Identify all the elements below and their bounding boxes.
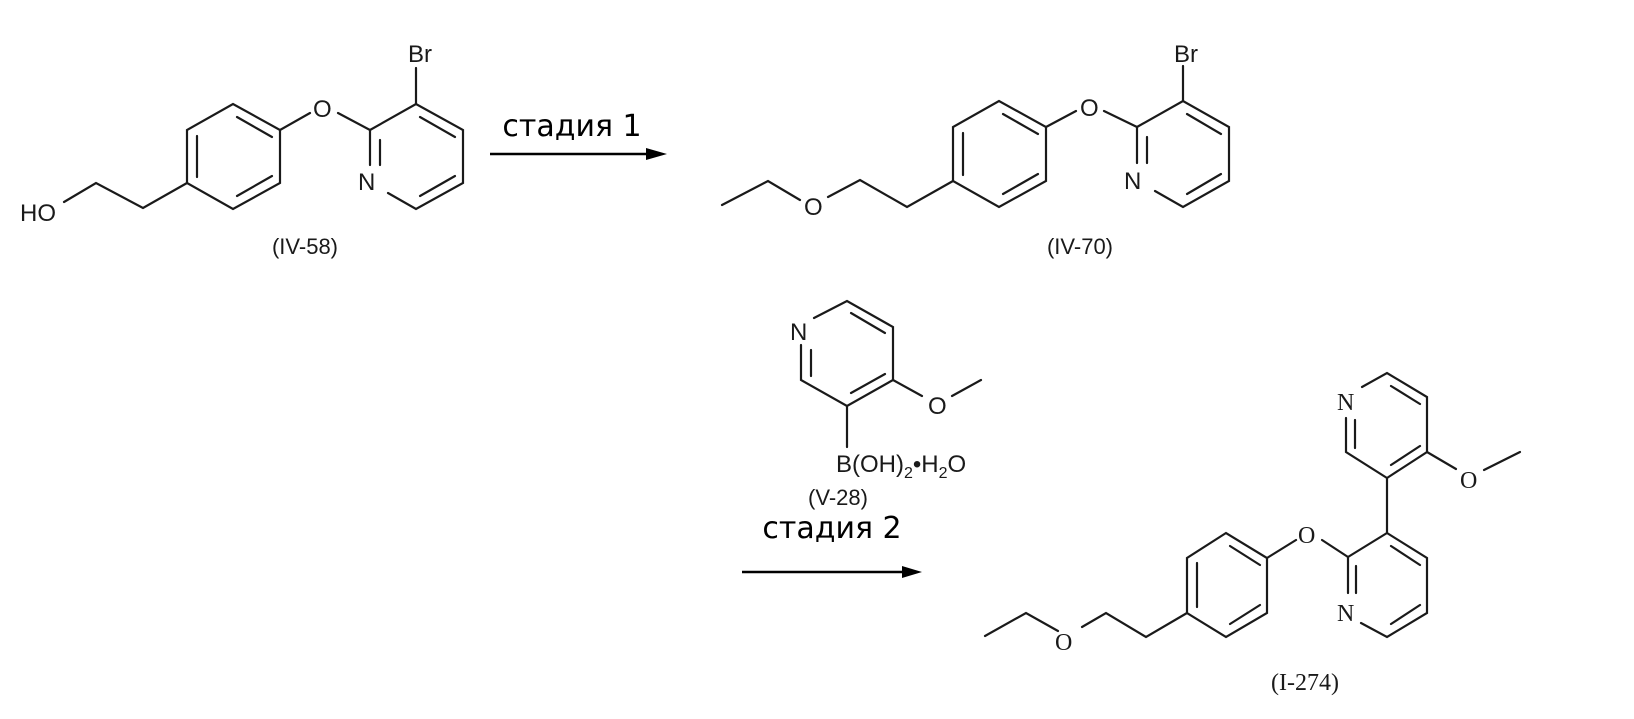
compound-label-i-274: (I-274)	[1271, 670, 1339, 696]
hydroxyl-label: HO	[20, 200, 56, 227]
methoxy-oxygen-label: O	[928, 393, 947, 420]
ether-oxygen-label: O	[1298, 523, 1315, 549]
ether-oxygen-label: O	[1080, 95, 1099, 122]
ethoxy-oxygen-label: O	[804, 194, 823, 221]
ring-nitrogen-label: N	[1337, 601, 1354, 627]
ring-nitrogen-label: N	[790, 319, 807, 346]
arrowhead-icon	[902, 566, 922, 578]
ethoxy-oxygen-label: O	[1055, 630, 1072, 656]
compound-label-iv-58: (IV-58)	[272, 234, 338, 259]
bromine-label: Br	[408, 41, 432, 68]
compound-iv-58: HO O N Br (IV-58)	[20, 41, 465, 259]
arrowhead-icon	[646, 148, 667, 160]
step-1-arrow: стадия 1	[490, 109, 667, 160]
ring-nitrogen-label: N	[1124, 168, 1141, 195]
step-2-label: стадия 2	[762, 511, 901, 546]
bromine-label: Br	[1174, 41, 1198, 68]
ether-oxygen-label: O	[313, 96, 332, 123]
step-2-arrow: стадия 2	[742, 511, 922, 578]
compound-i-274: O O N N O (I-274)	[983, 371, 1522, 696]
ring-nitrogen-label: N	[358, 169, 375, 196]
compound-label-v-28: (V-28)	[808, 485, 868, 510]
compound-iv-70: O O N Br (IV-70)	[720, 41, 1231, 259]
step-1-label: стадия 1	[502, 109, 641, 144]
reagent-v-28: N O B(OH)2•H2O (V-28)	[790, 299, 983, 510]
methoxy-oxygen-label: O	[1460, 468, 1477, 494]
boronic-acid-label: B(OH)2•H2O	[836, 451, 966, 482]
compound-label-iv-70: (IV-70)	[1047, 234, 1113, 259]
ring-nitrogen-label-upper: N	[1337, 390, 1354, 416]
